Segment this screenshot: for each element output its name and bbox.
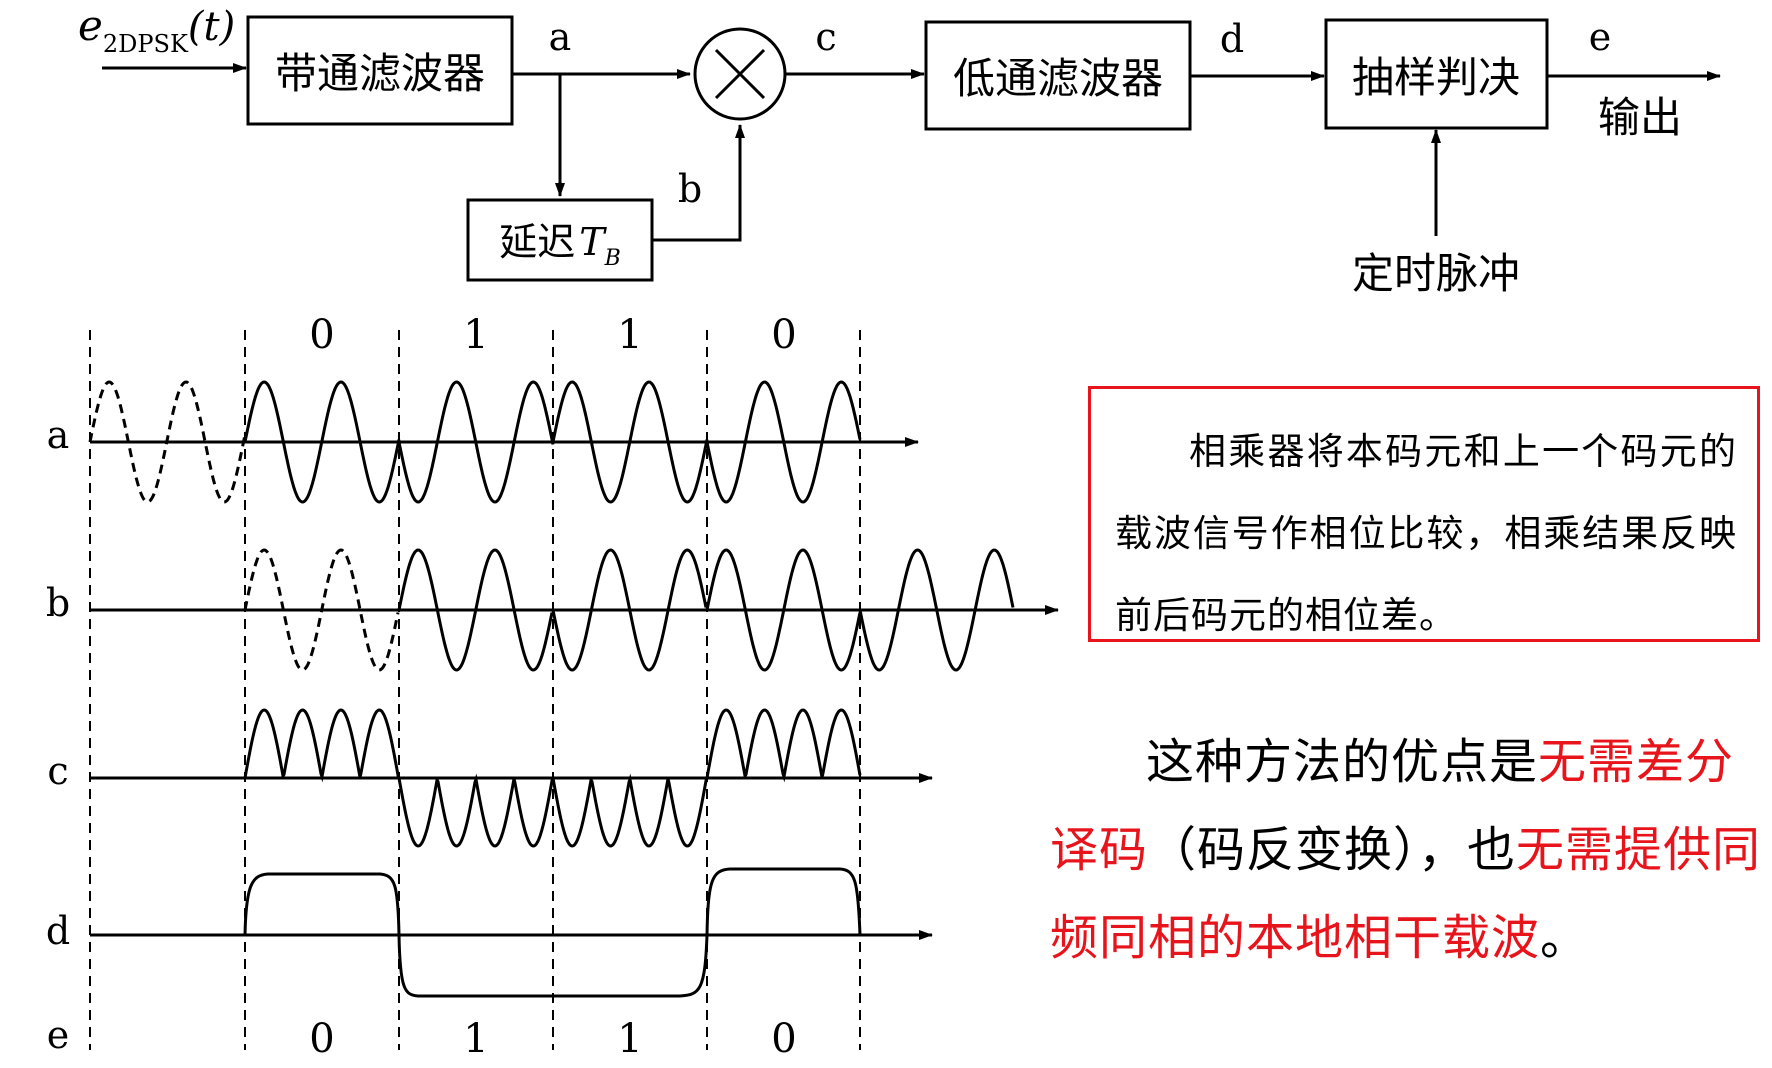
wave-d [243, 867, 862, 998]
node-label-a: a [549, 15, 572, 59]
node-label-b: b [678, 167, 702, 211]
multiplier-cross-2 [714, 48, 766, 100]
waveform-traces [88, 380, 1059, 998]
bit-top-3: 0 [771, 312, 796, 358]
row-label-d: d [46, 909, 70, 953]
conclusion-text: 这种方法的优点是无需差分译码（码反变换），也无需提供同频同相的本地相干载波。 [1050, 718, 1762, 982]
delay-to-multiplier-arrow [652, 124, 745, 242]
output-label: 输出 [1598, 93, 1682, 142]
row-label-c: c [47, 749, 68, 793]
note-box-text: 相乘器将本码元和上一个码元的载波信号作相位比较，相乘结果反映前后码元的相位差。 [1115, 430, 1737, 637]
bit-top-0: 0 [309, 312, 334, 358]
row-label-a: a [47, 413, 70, 457]
bandpass-filter-box [246, 15, 514, 126]
bit-top-1: 1 [463, 312, 488, 358]
row-label-e: e [47, 1013, 70, 1057]
sampler-label: 抽样判决 [1352, 53, 1520, 102]
conclusion-highlight-2: 无需提供同频同相的本地相干载波 [1050, 822, 1762, 966]
wave-a-bit-0 [88, 380, 247, 504]
bit-top-2: 1 [617, 312, 642, 358]
conclusion-part-2: （码反变换），也 [1148, 822, 1517, 878]
lowpass-filter-label: 低通滤波器 [953, 54, 1163, 103]
wave-c-bit-1 [397, 773, 554, 848]
bit-bottom-3: 0 [771, 1016, 796, 1062]
wave-c-bit-0 [243, 708, 400, 783]
conclusion-highlight-1: 无需差分译码 [1050, 734, 1735, 878]
conclusion-part-3: 。 [1540, 910, 1590, 966]
node-label-e: e [1589, 15, 1612, 59]
sampler-box [1324, 18, 1549, 130]
bit-bottom-2: 1 [617, 1016, 642, 1062]
wave-c-bit-3 [705, 708, 862, 783]
clock-label: 定时脉冲 [1352, 249, 1520, 298]
row-labels: a b c d e [46, 413, 70, 1057]
waveforms: a b c d e 0 1 1 0 0 1 1 0 [46, 312, 1059, 1062]
bit-bottom-1: 1 [463, 1016, 488, 1062]
node-label-d: d [1220, 17, 1244, 61]
row-label-b: b [46, 581, 70, 625]
bit-labels: 0 1 1 0 0 1 1 0 [309, 312, 796, 1062]
wave-c-bit-2 [551, 773, 708, 848]
node-label-c: c [815, 15, 836, 59]
conclusion-part-1: 这种方法的优点是 [1146, 734, 1539, 790]
bit-bottom-0: 0 [309, 1016, 334, 1062]
note-box: 相乘器将本码元和上一个码元的载波信号作相位比较，相乘结果反映前后码元的相位差。 [1088, 386, 1760, 642]
bandpass-filter-label: 带通滤波器 [275, 49, 485, 98]
input-signal-label: e2DPSK(t) [78, 1, 235, 58]
